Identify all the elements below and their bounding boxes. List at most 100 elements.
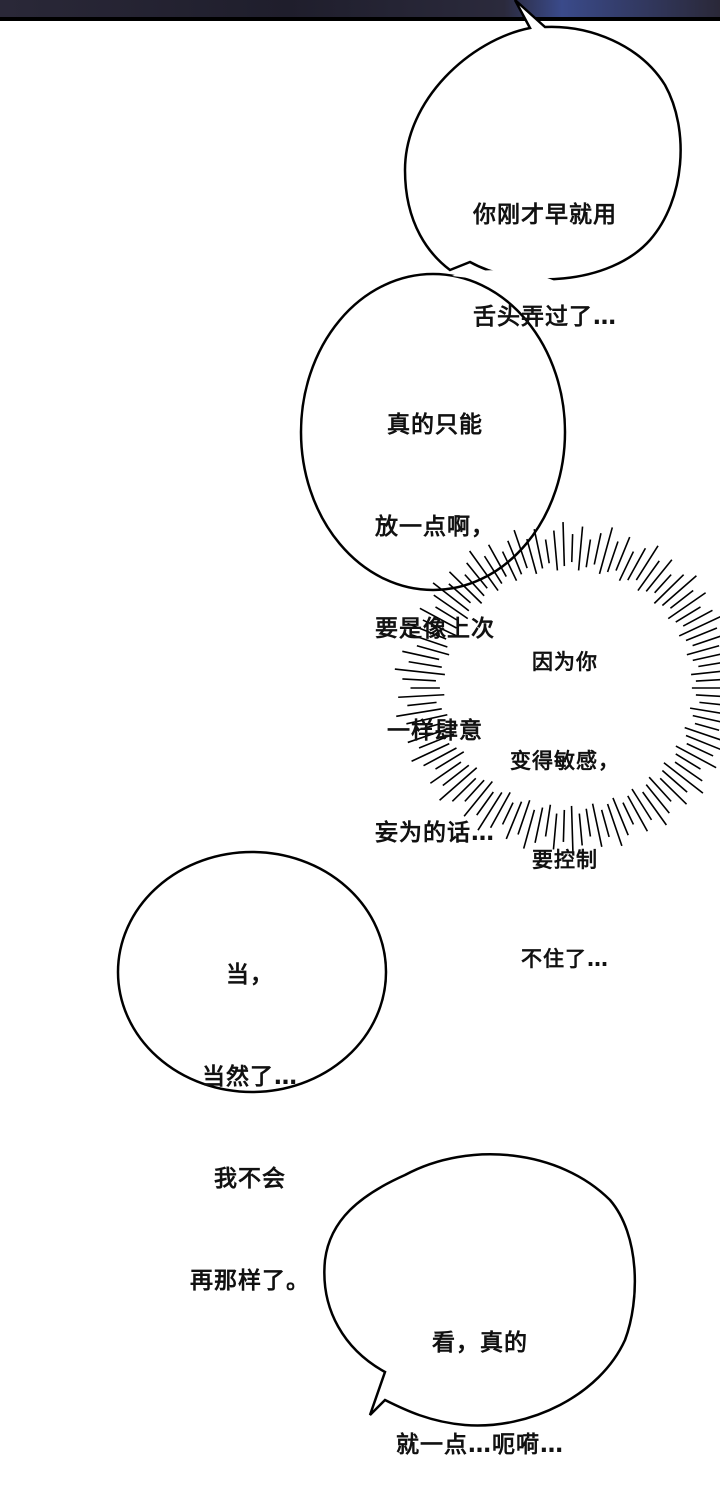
speech-bubbles (116, 0, 720, 1427)
bubble-1-text: 你刚才早就用 舌头弄过了… (430, 130, 660, 368)
bubble-4-shape (116, 850, 388, 1094)
burst-line (682, 609, 713, 627)
burst-line (585, 539, 592, 568)
burst-line (544, 804, 552, 837)
text-line: 放一点啊， (375, 514, 495, 540)
burst-line (476, 791, 494, 816)
burst-line (544, 539, 550, 564)
burst-line (522, 809, 536, 849)
burst-line (661, 575, 697, 607)
burst-line (407, 622, 447, 640)
burst-line (667, 592, 707, 620)
burst-line (653, 574, 685, 604)
text-line: 再那样了。 (190, 1268, 310, 1294)
burst-line (398, 693, 445, 699)
burst-line (408, 660, 442, 668)
burst-line (692, 653, 720, 662)
burst-line (678, 615, 720, 637)
burst-line (483, 555, 503, 584)
text-line: 妄为的话… (375, 820, 495, 846)
burst-line (692, 635, 720, 647)
burst-line (578, 813, 583, 846)
burst-line (675, 753, 701, 770)
burst-line (562, 809, 566, 842)
burst-line (468, 550, 499, 592)
burst-line (422, 619, 458, 637)
burst-line (416, 722, 442, 732)
burst-line (463, 780, 493, 817)
burst-line (686, 742, 714, 757)
burst-line (648, 776, 672, 802)
burst-line (562, 522, 566, 567)
text-line: 一样肆意 (387, 718, 483, 744)
burst-line (411, 742, 450, 762)
burst-line (694, 722, 720, 732)
bubble-3-burst (394, 522, 720, 854)
text-line: 当然了… (202, 1064, 298, 1090)
burst-line (685, 627, 718, 642)
burst-line (451, 777, 477, 802)
burst-line (695, 694, 720, 698)
burst-line (505, 801, 523, 840)
text-line: 我不会 (214, 1166, 286, 1192)
burst-line (439, 767, 478, 801)
comic-panel-top (0, 0, 720, 18)
bubble-1-shape (403, 0, 682, 281)
burst-line (674, 761, 703, 782)
burst-line (691, 670, 720, 676)
burst-line (689, 707, 720, 714)
burst-line (591, 803, 603, 847)
burst-line (489, 791, 511, 829)
burst-line (675, 606, 701, 623)
bubble-2-text: 真的只能 放一点啊， 要是像上次 一样肆意 妄为的话… (345, 340, 525, 884)
bubble-3-text: 因为你 变得敏感， 要控制 不住了… (480, 580, 650, 1009)
burst-line (402, 678, 436, 682)
burst-line (637, 560, 660, 592)
burst-line (534, 807, 544, 844)
bubble-2-shape (299, 272, 567, 592)
burst-line (635, 545, 659, 581)
burst-line (675, 745, 717, 769)
burst-line (606, 803, 623, 847)
burst-line (663, 762, 704, 794)
burst-line (464, 779, 485, 802)
burst-line (685, 734, 720, 751)
burst-line (699, 701, 720, 706)
burst-line (448, 583, 472, 604)
burst-line (526, 538, 538, 575)
bubble-5-text: 看，真的 就一点…呃嗬… (360, 1258, 600, 1496)
burst-line (686, 644, 720, 656)
burst-line (661, 769, 688, 793)
burst-line (464, 574, 485, 597)
burst-line (645, 784, 670, 814)
burst-line (407, 728, 448, 744)
burst-line (407, 701, 437, 707)
text-line: 不住了… (521, 947, 609, 971)
burst-line (487, 544, 507, 577)
burst-line (577, 526, 584, 571)
burst-line (570, 805, 574, 854)
burst-line (501, 551, 518, 582)
burst-line (402, 650, 440, 661)
burst-line (631, 788, 653, 821)
burst-line (429, 761, 462, 784)
burst-line (435, 751, 465, 770)
burst-line (612, 797, 629, 836)
burst-line (418, 733, 455, 749)
burst-line (517, 799, 531, 835)
text-line: 变得敏感， (510, 749, 620, 773)
panel-border (0, 17, 720, 21)
burst-line (585, 808, 592, 837)
burst-line (645, 559, 673, 592)
burst-line (552, 813, 558, 850)
burst-line (501, 802, 514, 825)
burst-line (533, 529, 544, 569)
burst-line (432, 582, 470, 612)
burst-line (600, 809, 610, 838)
burst-line (477, 792, 503, 831)
burst-line (416, 644, 450, 656)
burst-line (394, 668, 445, 676)
text-line: 当， (226, 962, 274, 988)
burst-line (406, 713, 448, 725)
burst-line (606, 541, 619, 573)
